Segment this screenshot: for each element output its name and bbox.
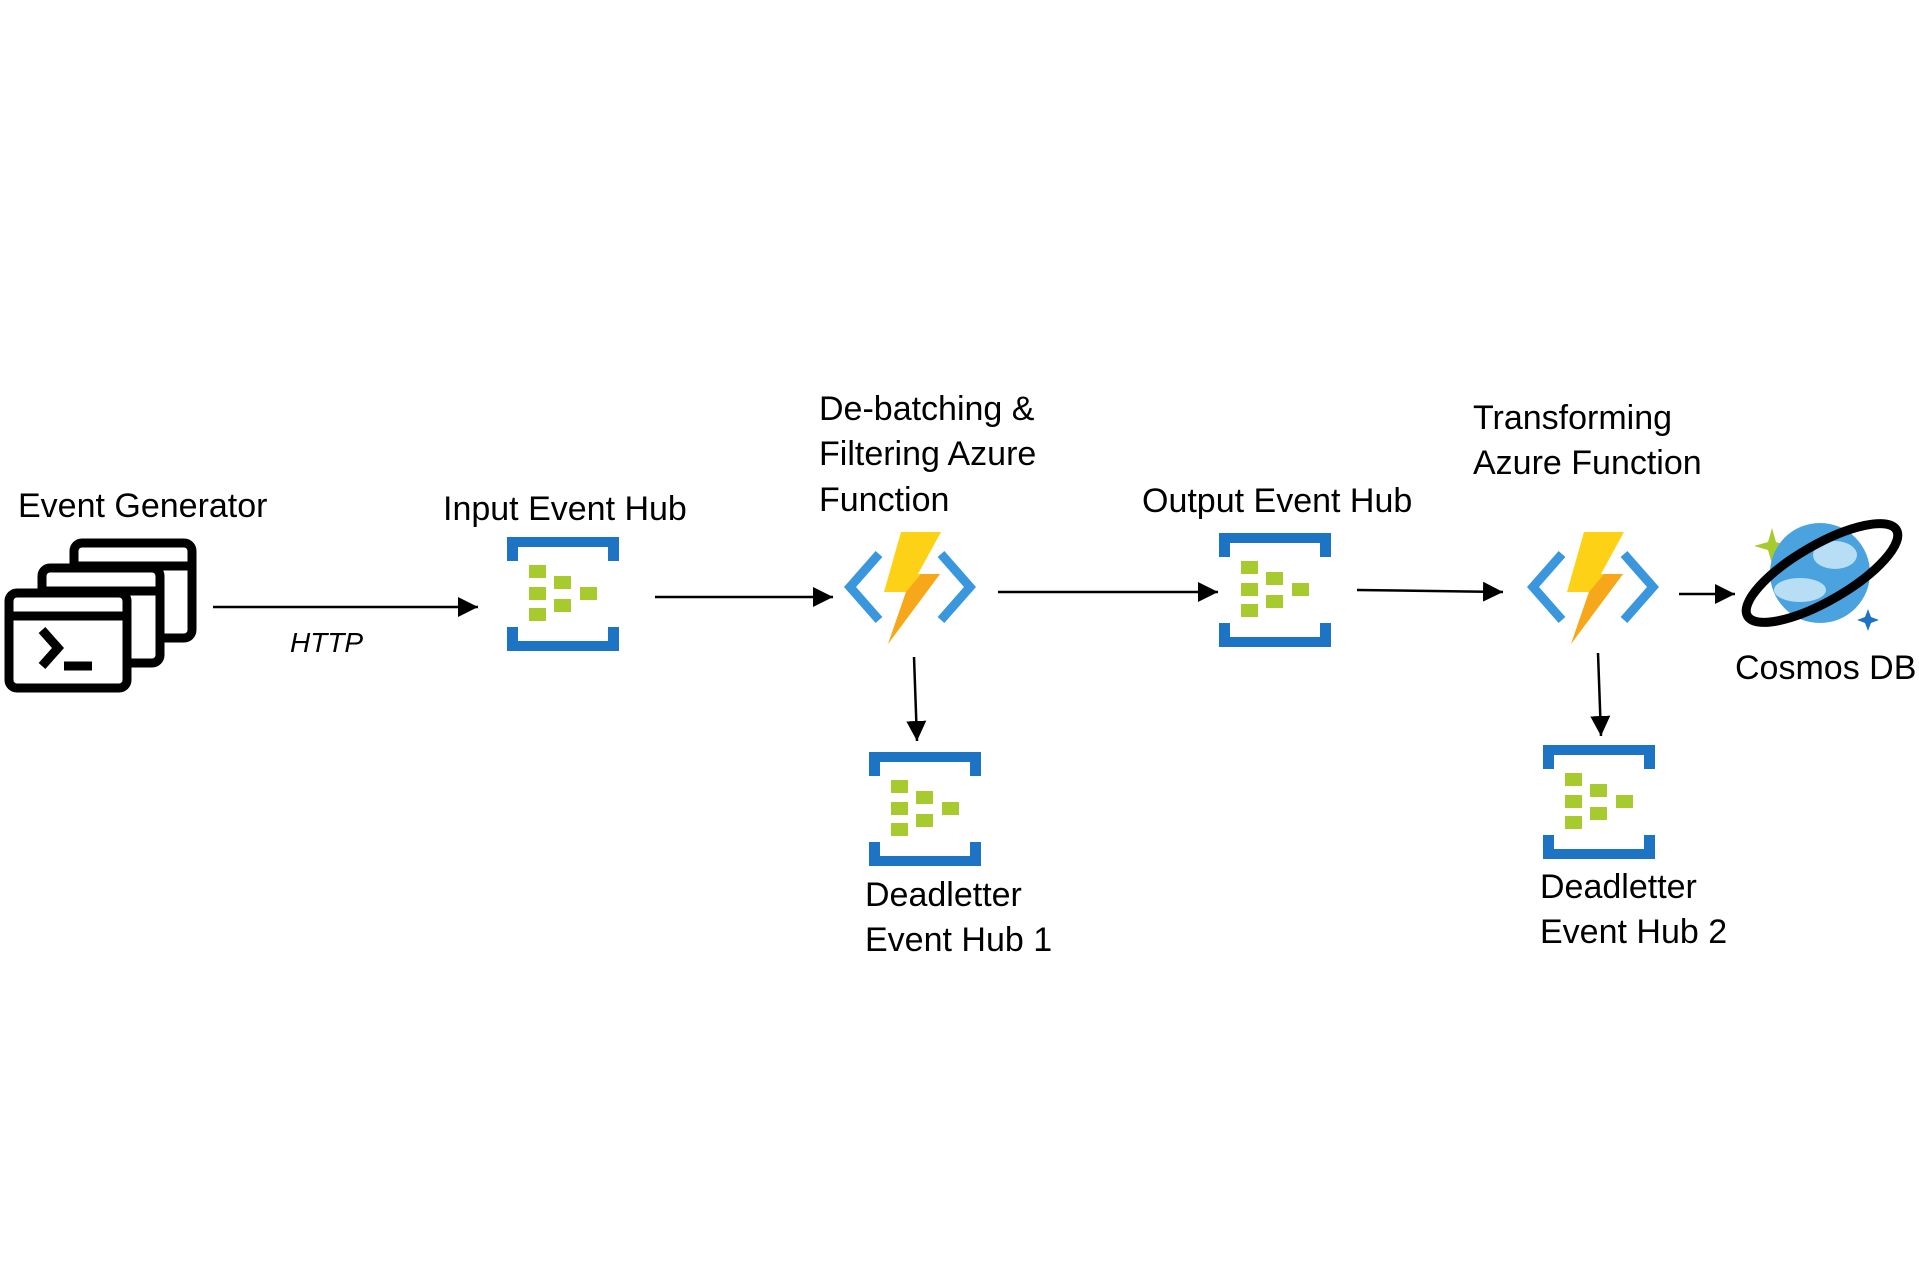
event-generator-icon: [4, 538, 197, 693]
transforming-function-icon: [1533, 532, 1653, 644]
deadletter-event-hub-1-icon: [869, 752, 981, 866]
input-event-hub-icon: [507, 537, 619, 651]
edge-output-to-transform: [1356, 581, 1504, 602]
debatching-function-label-line-1: De-batching &: [819, 390, 1035, 428]
cosmos-db-label: Cosmos DB: [1735, 649, 1917, 687]
deadletter-event-hub-2-label-line-2: Event Hub 2: [1540, 913, 1728, 951]
transforming-function-label-line-2: Azure Function: [1473, 444, 1702, 482]
deadletter-event-hub-1-label-line-1: Deadletter: [865, 876, 1022, 914]
deadletter-event-hub-2-icon: [1543, 745, 1655, 859]
transforming-function-label-line-1: Transforming: [1473, 399, 1673, 437]
deadletter-event-hub-1-label-line-2: Event Hub 1: [865, 921, 1053, 959]
edge-debatch-to-deadletter-1: [906, 656, 927, 742]
deadletter-event-hub-2-label-line-1: Deadletter: [1540, 868, 1697, 906]
edge-transform-to-deadletter-2: [1590, 652, 1611, 737]
event-generator-label: Event Generator: [18, 487, 268, 525]
debatching-function-label-line-2: Filtering Azure: [819, 435, 1037, 473]
debatching-function-icon: [850, 532, 970, 644]
output-event-hub-label: Output Event Hub: [1142, 482, 1413, 520]
debatching-function-label-line-3: Function: [819, 481, 950, 519]
input-event-hub-label: Input Event Hub: [443, 490, 687, 528]
output-event-hub-icon: [1219, 533, 1331, 647]
edge-http-label: HTTP: [290, 627, 364, 658]
cosmos-db-icon: [1741, 519, 1903, 631]
